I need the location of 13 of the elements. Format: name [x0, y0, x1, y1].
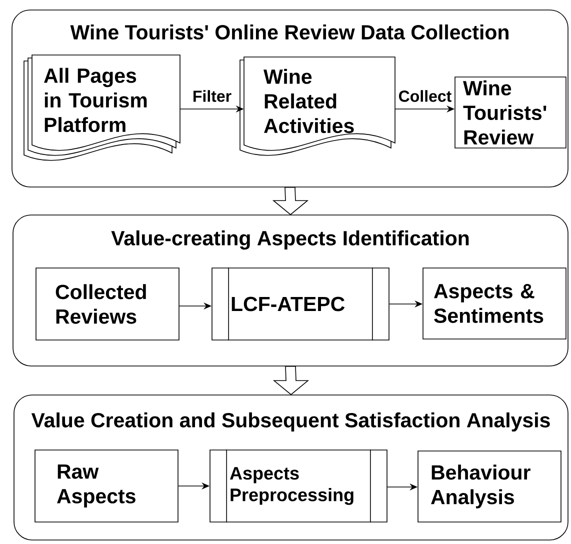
predefined-process-box: Aspects Preprocessing: [210, 449, 388, 523]
predefined-process-box: LCF-ATEPC: [212, 267, 390, 341]
edge-label: Filter: [191, 89, 233, 103]
document-stack: All Pages in Tourism Platform: [24, 54, 180, 161]
process-box: Behaviour Analysis: [418, 450, 562, 522]
process-box: Collected Reviews: [36, 268, 180, 340]
block-arrow: [272, 187, 309, 216]
block-arrow: [272, 366, 310, 396]
process-box: Wine Tourists' Review: [454, 76, 566, 148]
edge-label: Collect: [397, 89, 453, 103]
process-box: Raw Aspects: [34, 450, 178, 522]
process-box: Aspects & Sentiments: [422, 268, 566, 340]
document-stack: Wine Related Activities: [240, 56, 396, 156]
